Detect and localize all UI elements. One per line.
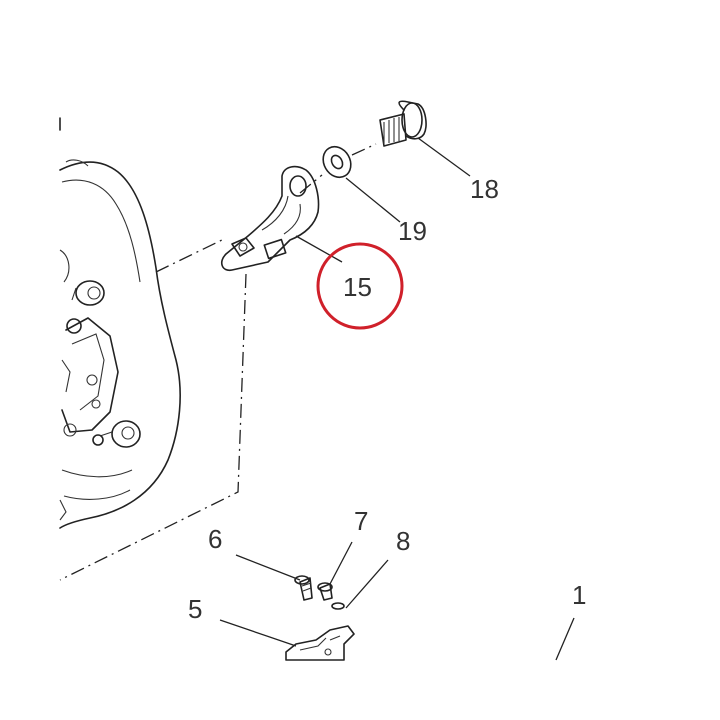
callout-19: 19 xyxy=(398,216,427,246)
callout-6: 6 xyxy=(208,524,222,554)
screw-part-6 xyxy=(294,575,313,601)
callout-18: 18 xyxy=(470,174,499,204)
bolt-part-18 xyxy=(379,100,427,147)
assembly-centerlines xyxy=(59,143,377,581)
washer-part-8 xyxy=(331,602,345,610)
screw-part-7 xyxy=(317,582,333,601)
leader-lines xyxy=(219,137,575,661)
callout-7: 7 xyxy=(354,506,368,536)
callout-labels: 18 19 15 6 7 8 5 1 xyxy=(188,174,586,624)
engine-bolt-lower xyxy=(92,420,141,448)
engine-bolt-upper xyxy=(71,280,105,306)
clamp-part-5 xyxy=(285,625,355,661)
callout-1: 1 xyxy=(572,580,586,610)
callout-15: 15 xyxy=(343,272,372,302)
callout-5: 5 xyxy=(188,594,202,624)
callout-8: 8 xyxy=(396,526,410,556)
washer-part-19 xyxy=(322,145,352,179)
bracket-part-15 xyxy=(220,165,320,272)
engine-mount-bracket xyxy=(61,317,119,437)
engine-housing xyxy=(59,117,181,529)
highlight-circle xyxy=(316,242,404,330)
